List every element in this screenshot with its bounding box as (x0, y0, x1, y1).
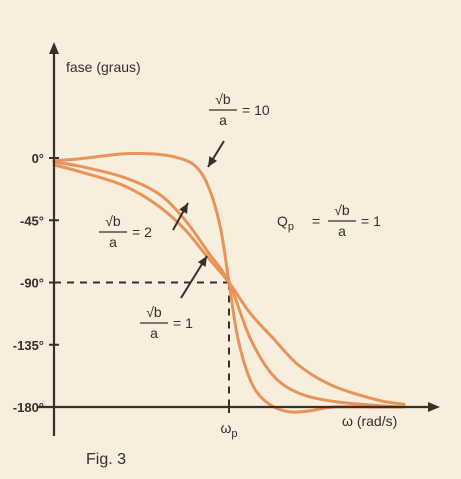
y-tick-label-4: -180° (13, 400, 44, 415)
figure-caption: Fig. 3 (86, 451, 127, 468)
qp-equals: = (312, 213, 320, 229)
y-axis-label: fase (graus) (66, 59, 141, 75)
qp-label: Qp (277, 213, 294, 233)
y-tick-label-3: -135° (13, 338, 44, 353)
annotation-ratio-10-denominator: a (219, 112, 227, 128)
annotation-ratio-1-numerator: √b (146, 304, 162, 320)
annotation-ratio-2-numerator: √b (105, 213, 121, 229)
qp-numerator: √b (334, 202, 350, 218)
x-tick-label: ωp (220, 420, 237, 440)
annotation-ratio-2-denominator: a (109, 234, 117, 250)
annotation-ratio-1: √b a = 1 (140, 304, 193, 341)
annotation-ratio-2: √b a = 2 (99, 213, 152, 250)
y-tick-label-2: -90° (20, 276, 44, 291)
pointer-ratio-1 (180, 255, 208, 299)
pointer-ratio-10-head (208, 156, 218, 167)
qp-value: = 1 (361, 213, 381, 229)
annotation-ratio-2-value: = 2 (132, 224, 152, 240)
curve-ratio-1 (52, 163, 406, 406)
y-tick-label-1: -45° (20, 213, 44, 228)
annotation-ratio-10-value: = 10 (242, 102, 270, 118)
annotation-ratio-10: √b a = 10 (209, 91, 270, 128)
pointer-ratio-1-head (197, 256, 207, 267)
annotation-ratio-1-denominator: a (150, 325, 158, 341)
annotation-ratio-1-value: = 1 (173, 315, 193, 331)
y-tick-label-0: 0° (32, 151, 44, 166)
pointer-ratio-2-head (179, 203, 188, 214)
y-axis-arrow-icon (49, 42, 59, 54)
pointer-ratio-10 (207, 140, 225, 168)
annotation-ratio-10-numerator: √b (215, 91, 231, 107)
annotation-qp: Qp = √b a = 1 (277, 202, 381, 239)
pointer-ratio-2 (172, 202, 189, 231)
x-axis-label: ω (rad/s) (342, 413, 397, 429)
x-axis-arrow-icon (428, 402, 440, 412)
qp-denominator: a (338, 223, 346, 239)
